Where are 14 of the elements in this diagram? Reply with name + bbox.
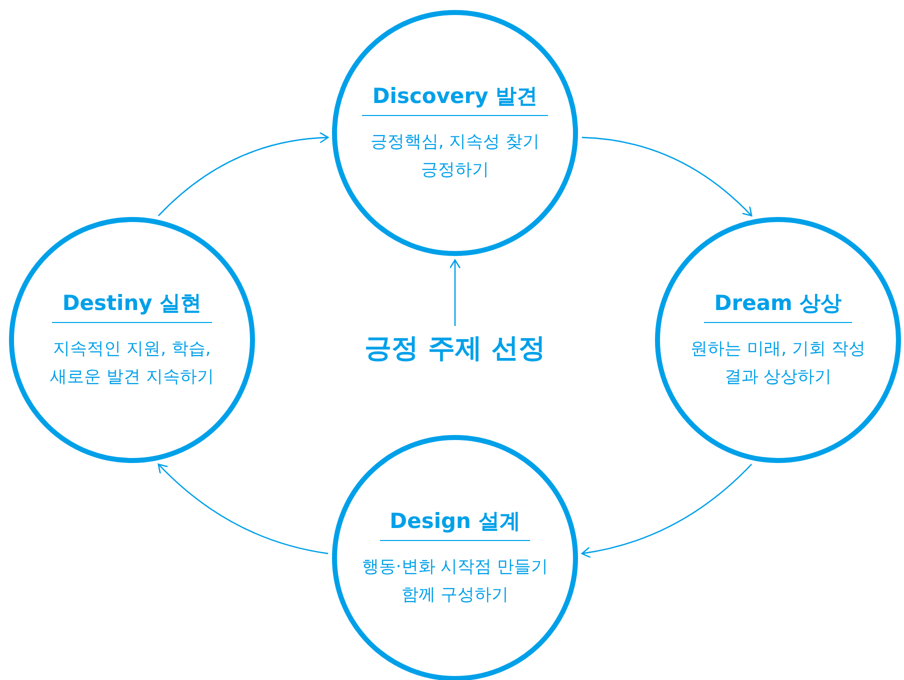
arrow [158, 132, 329, 216]
stage-heading: Dream 상상 [704, 289, 852, 323]
stage-heading: Destiny 실현 [52, 289, 212, 323]
stage-description: 원하는 미래, 기회 작성 결과 상상하기 [690, 338, 866, 389]
stage-heading: Discovery 발견 [362, 82, 548, 116]
stage-description: 행동·변화 시작점 만들기 함께 구성하기 [360, 556, 550, 607]
stage-description: 긍정핵심, 지속성 찾기 긍정하기 [369, 131, 541, 182]
center-title: 긍정 주제 선정 [364, 330, 546, 366]
stage-heading: Design 설계 [380, 507, 530, 541]
arrow [449, 259, 461, 326]
arrow [581, 464, 752, 558]
stage-description: 지속적인 지원, 학습, 새로운 발견 지속하기 [49, 338, 215, 389]
arrow [582, 136, 752, 216]
arrow [158, 464, 328, 554]
